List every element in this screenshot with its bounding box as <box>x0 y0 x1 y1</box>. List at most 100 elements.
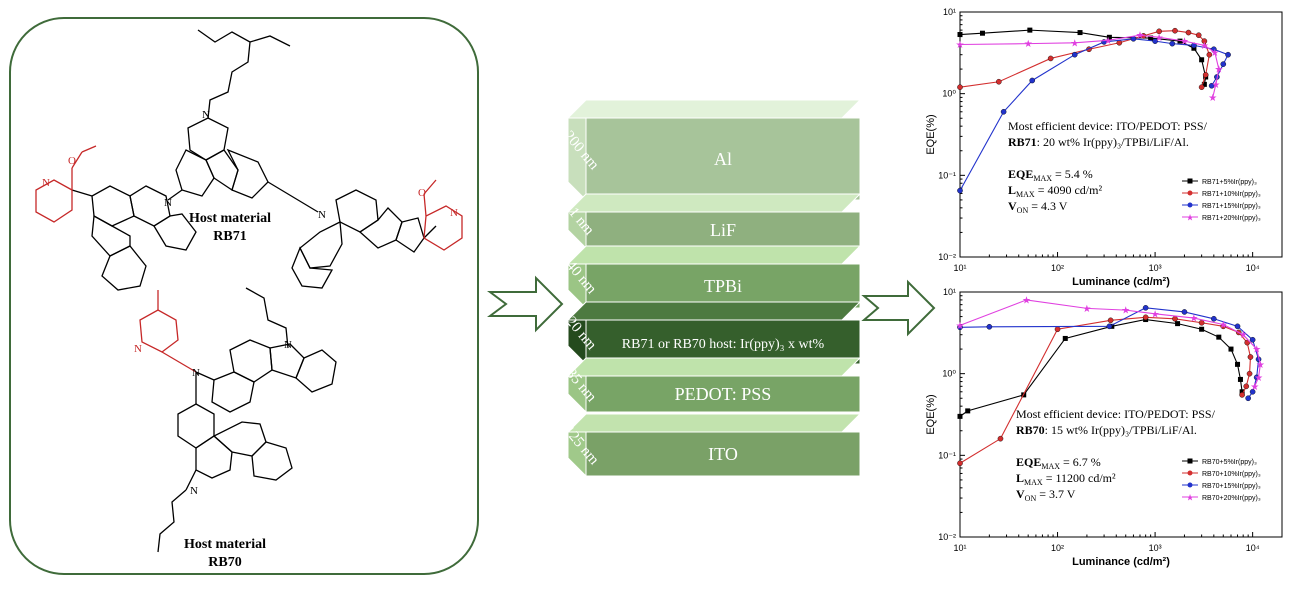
data-point <box>1206 51 1213 58</box>
x-tick-label: 10² <box>1051 543 1064 553</box>
data-point: ★ <box>1135 31 1144 42</box>
y-tick-label: 10⁰ <box>942 89 956 99</box>
data-point: ★ <box>956 40 965 51</box>
data-point: ★ <box>1070 38 1079 49</box>
data-point <box>996 78 1002 85</box>
legend-marker: ★ <box>1186 493 1194 503</box>
stack-layer-top <box>566 301 862 321</box>
data-point <box>1172 27 1178 34</box>
legend-label: RB71+20%Ir(ppy)₃ <box>1202 215 1261 222</box>
y-tick-label: 10⁰ <box>942 369 956 379</box>
data-point <box>1247 354 1254 360</box>
data-point <box>1237 376 1243 382</box>
legend-marker <box>1187 470 1193 476</box>
legend-marker: ★ <box>1186 213 1194 223</box>
data-point: ★ <box>1252 345 1261 356</box>
data-point <box>1245 395 1251 402</box>
legend-label: RB71+5%Ir(ppy)₃ <box>1202 179 1257 186</box>
x-tick-label: 10³ <box>1149 543 1162 553</box>
atom-n-rb70-top: N <box>284 339 292 351</box>
data-point <box>1027 27 1033 33</box>
atom-n-rb70-amine: N <box>192 367 200 379</box>
data-point <box>1142 305 1149 311</box>
stack-layer-top <box>566 99 862 119</box>
data-point <box>1191 45 1197 51</box>
data-point <box>1249 388 1256 395</box>
methoxypyridine-left <box>35 145 97 223</box>
arrow-right-2 <box>861 279 936 337</box>
annotation-metric: EQEMAX = 6.7 % <box>1016 455 1101 471</box>
annotation-line1: Most efficient device: ITO/PEDOT: PSS/ <box>1016 407 1216 421</box>
data-point <box>997 435 1004 442</box>
x-tick-label: 10⁴ <box>1246 543 1260 553</box>
molecule-rb71-structure <box>71 29 291 291</box>
data-point <box>1106 34 1112 40</box>
y-tick-label: 10⁻² <box>938 252 956 262</box>
metric-value: = 11200 cd/m² <box>1043 471 1116 485</box>
data-point <box>1175 321 1181 327</box>
stack-layer-label: RB71 or RB70 host: Ir(ppy)₃ x wt% <box>622 337 825 352</box>
data-point: ★ <box>1256 360 1265 371</box>
legend-marker <box>1187 202 1193 208</box>
x-axis-label: Luminance (cd/m²) <box>1072 276 1170 288</box>
y-tick-label: 10⁻¹ <box>938 450 956 460</box>
data-point: ★ <box>1219 320 1228 331</box>
data-point: ★ <box>1214 65 1223 76</box>
data-point <box>1029 77 1036 84</box>
legend-label: RB71+10%Ir(ppy)₃ <box>1202 191 1261 198</box>
data-point <box>957 84 963 91</box>
data-point <box>957 324 963 331</box>
metric-subscript: MAX <box>1033 174 1052 183</box>
data-point <box>1244 339 1251 346</box>
data-point <box>1047 55 1054 62</box>
data-point <box>1199 57 1205 63</box>
legend-marker <box>1187 190 1193 196</box>
annotation-line2: RB70: 15 wt% Ir(ppy)₃/TPBi/LiF/Al. <box>1016 423 1197 437</box>
data-point <box>1077 30 1083 36</box>
data-point <box>1208 82 1215 89</box>
metric-label: EQE <box>1008 167 1033 181</box>
atom-n-rb70-bottom: N <box>190 485 198 497</box>
metric-subscript: MAX <box>1016 190 1035 199</box>
data-point: ★ <box>1239 330 1248 341</box>
data-point <box>1234 323 1241 330</box>
rb71-label-line1: Host material <box>189 211 271 226</box>
metric-label: L <box>1008 183 1016 197</box>
data-point <box>1062 335 1068 341</box>
metric-value: = 4090 cd/m² <box>1035 183 1103 197</box>
data-point <box>1169 40 1176 47</box>
data-point: ★ <box>1151 309 1160 320</box>
stack-layer-label: ITO <box>708 444 738 464</box>
data-point: ★ <box>956 321 965 332</box>
atom-n-left: N <box>42 177 50 189</box>
data-point: ★ <box>1189 314 1198 325</box>
atom-n-rb70-pyr: N <box>134 343 142 355</box>
data-point: ★ <box>1210 48 1219 59</box>
data-point <box>1246 370 1253 377</box>
metric-value: = 6.7 % <box>1060 455 1101 469</box>
data-point <box>1177 38 1183 44</box>
data-point <box>1198 84 1205 91</box>
stack-layer-front <box>585 263 861 309</box>
stack-layer-label: TPBi <box>704 276 742 296</box>
data-point <box>1201 38 1208 44</box>
data-point: ★ <box>1254 373 1263 384</box>
metric-label: V <box>1008 199 1017 213</box>
data-point: ★ <box>1180 37 1189 48</box>
data-point: ★ <box>1022 295 1031 306</box>
data-point: ★ <box>1155 33 1164 44</box>
legend-marker <box>1187 458 1193 464</box>
data-point <box>957 187 963 194</box>
annotation-metric: VON = 3.7 V <box>1016 487 1076 503</box>
data-point <box>1216 334 1222 340</box>
y-tick-label: 10¹ <box>943 7 956 17</box>
data-point <box>1225 51 1231 58</box>
stack-layer-front <box>585 319 861 365</box>
data-point <box>957 460 963 467</box>
atom-n-3: N <box>318 209 326 221</box>
metric-value: = 3.7 V <box>1036 487 1076 501</box>
stack-layer-top <box>566 413 862 433</box>
legend-label: RB71+15%Ir(ppy)₃ <box>1202 203 1261 210</box>
